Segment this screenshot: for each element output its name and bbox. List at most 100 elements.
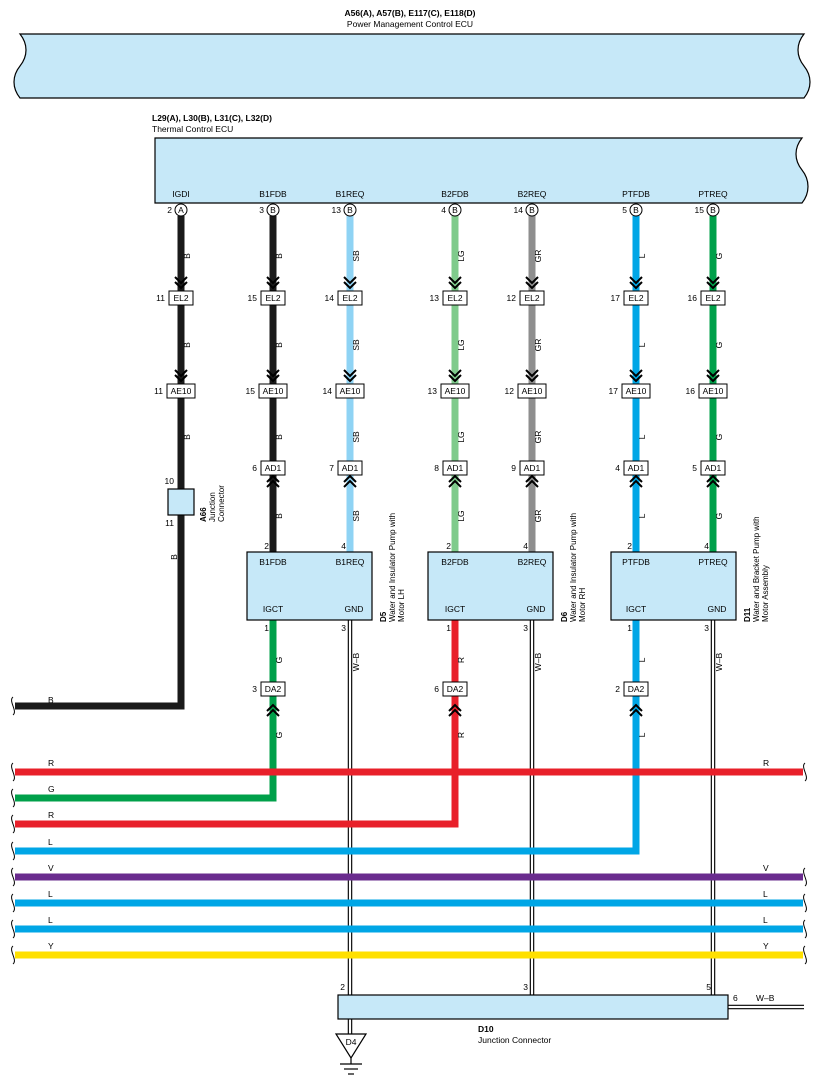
ae10-chevron-stroke (706, 374, 720, 383)
el2-chevron-stroke (706, 281, 720, 290)
bus-wire-right-label: L (763, 889, 768, 899)
wire-label-low: B (274, 434, 284, 440)
da2-chevron-stroke (448, 703, 462, 712)
ground-code: D4 (346, 1037, 357, 1047)
connector-el2-label: EL2 (447, 293, 462, 303)
ecu-pin-conn: B (270, 205, 276, 215)
pump-name-1: Water and Insulator Pump with (569, 513, 578, 622)
a66-wire-below: B (169, 554, 179, 560)
pump-top-left-label: B1FDB (259, 557, 287, 567)
bus-wire-left-label: L (48, 837, 53, 847)
d10-name: Junction Connector (478, 1035, 551, 1045)
ad1-chevron-stroke (343, 474, 357, 483)
connector-ad1-label: AD1 (265, 463, 282, 473)
pm-ecu-code: A56(A), A57(B), E117(C), E118(D) (344, 8, 475, 18)
ecu-pin-conn: A (178, 205, 184, 215)
bus-wire-right-label: Y (763, 941, 769, 951)
a66-pin-bottom: 11 (165, 518, 174, 528)
ecu-pin-circle (343, 203, 357, 217)
pump-top-right-label: B1REQ (336, 557, 365, 567)
ae10-chevron-stroke (448, 369, 462, 378)
pump-pin-br: 3 (523, 623, 528, 633)
connector-ae10-pin: 15 (246, 386, 256, 396)
connector-ad1-label: AD1 (342, 463, 359, 473)
ecu-pin-circle (706, 203, 720, 217)
ecu-pin-label: B2FDB (441, 189, 469, 199)
el2-chevron-stroke (266, 281, 280, 290)
igct-wire-label: G (274, 657, 284, 664)
connector-ad1-box (260, 460, 286, 476)
wire-label-mid: L (637, 342, 647, 347)
ecu-pin-num: 15 (695, 205, 705, 215)
el2-chevron-stroke (343, 281, 357, 290)
wire-label-pump: G (714, 513, 724, 520)
da2-chevron (448, 703, 462, 717)
connector-ad1-pin: 8 (434, 463, 439, 473)
el2-chevron-stroke (448, 276, 462, 285)
connector-ad1-pin: 4 (615, 463, 620, 473)
pump-bottom-right-label: GND (527, 604, 546, 614)
pump-pin-tl: 2 (627, 541, 632, 551)
connector-el2-pin: 17 (611, 293, 621, 303)
ad1-chevron-stroke (525, 479, 539, 488)
connector-ae10-pin: 12 (505, 386, 515, 396)
junction-a66: 10 11 A66 Junction Connector B (165, 476, 226, 560)
ecu-pin-label: B2REQ (518, 189, 547, 199)
el2-chevron-stroke (266, 276, 280, 285)
connector-ad1-pin: 7 (329, 463, 334, 473)
wire-label-top: SB (351, 250, 361, 262)
ae10-chevron (343, 369, 357, 383)
bus-wire-left-label: R (48, 758, 54, 768)
wire-label-low: L (637, 434, 647, 439)
a66-name-2: Connector (217, 485, 226, 522)
connector-el2-box (700, 290, 726, 306)
columns-layer: IGDIA2B1FDBB3B1REQB13B2FDBB4B2REQB14PTFD… (154, 189, 728, 717)
ae10-chevron (266, 369, 280, 383)
connector-da2-label: DA2 (628, 684, 645, 694)
wire-label-pump: SB (351, 510, 361, 522)
igdi-wire (15, 515, 185, 710)
wire-label-pump: L (637, 513, 647, 518)
pump-name-1: Water and Bracket Pump with (752, 516, 761, 622)
connector-ae10-label: AE10 (626, 386, 647, 396)
el2-chevron (343, 276, 357, 290)
pump-bottom-left-label: IGCT (626, 604, 646, 614)
d10-pin-2: 2 (340, 982, 345, 992)
da2-chevron-stroke (266, 708, 280, 717)
da2-chevron-stroke (629, 708, 643, 717)
ae10-chevron (629, 369, 643, 383)
connector-ae10-pin: 17 (609, 386, 619, 396)
ae10-chevron-stroke (448, 374, 462, 383)
connector-ad1-label: AD1 (524, 463, 541, 473)
ad1-chevron (706, 474, 720, 488)
break-mark-right (803, 945, 807, 965)
pump-bottom-left-label: IGCT (445, 604, 465, 614)
ad1-chevron-stroke (448, 474, 462, 483)
gnd-wire-label: W–B (714, 652, 724, 671)
connector-ae10-box (166, 383, 196, 399)
wire-label-top: B (274, 253, 284, 259)
pump-pin-tr: 4 (704, 541, 709, 551)
connector-ad1-box (700, 460, 726, 476)
connector-ad1-label: AD1 (705, 463, 722, 473)
connector-ae10-box (258, 383, 288, 399)
da2-chevron-stroke (266, 703, 280, 712)
connector-da2-pin: 3 (252, 684, 257, 694)
connector-el2-pin: 11 (156, 293, 165, 303)
connector-ae10-label: AE10 (263, 386, 284, 396)
connector-el2-box (623, 290, 649, 306)
pump-code: D11 (743, 607, 752, 622)
ae10-chevron-stroke (266, 374, 280, 383)
ad1-chevron-stroke (629, 479, 643, 488)
pm-ecu-box (13, 33, 811, 99)
ecu-pin-label: B1REQ (336, 189, 365, 199)
ad1-chevron (525, 474, 539, 488)
pm-ecu-name: Power Management Control ECU (347, 19, 473, 29)
